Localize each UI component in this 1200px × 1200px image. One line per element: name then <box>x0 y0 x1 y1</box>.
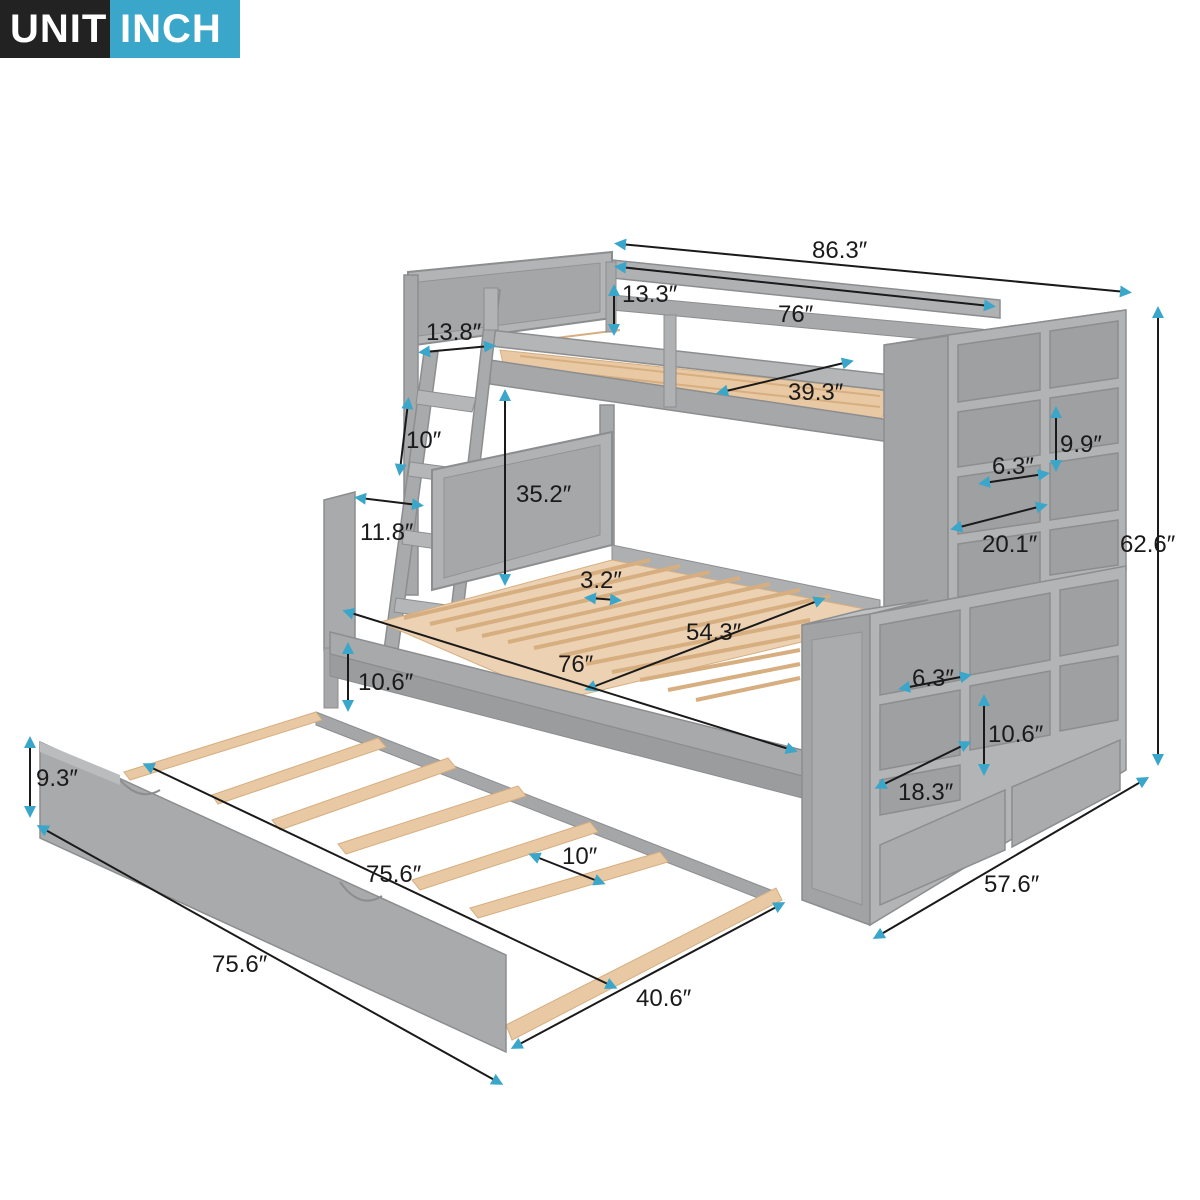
label-guard-gap: 13.3″ <box>622 281 678 308</box>
label-trundle-inner-length: 75.6″ <box>366 861 422 888</box>
label-trundle-slat-gap: 10″ <box>562 843 598 870</box>
dim-line-overall-width <box>872 776 1150 940</box>
dim-line-trundle-width <box>510 902 786 1049</box>
dim-line-ladder-depth <box>354 492 424 511</box>
lower-shelf-top <box>801 599 929 626</box>
label-bottom-slat-gap: 3.2″ <box>580 567 622 594</box>
label-floor-clearance: 10.6″ <box>358 669 414 696</box>
dimension-labels: 86.3″ 13.3″ 76″ 13.8″ 39.3″ 10″ 35.2″ 11… <box>36 237 1176 1012</box>
label-shelf-width-lower: 6.3″ <box>912 665 954 692</box>
upper-shelf-side <box>883 334 949 613</box>
dimension-lines <box>24 238 1164 1085</box>
dim-line-trundle-length <box>36 825 504 1085</box>
dim-line-ladder-width <box>418 340 496 358</box>
dim-line-shelf-width-lower <box>898 671 972 693</box>
label-top-inner-length: 76″ <box>778 301 814 328</box>
label-top-width: 39.3″ <box>788 379 844 406</box>
label-shelf-height-lower: 10.6″ <box>988 721 1044 748</box>
label-overall-height: 62.6″ <box>1120 531 1176 558</box>
dim-line-ladder-step <box>394 397 414 476</box>
label-ladder-width: 13.8″ <box>426 319 482 346</box>
label-bottom-length: 76″ <box>558 651 594 678</box>
dim-line-top-inner-length <box>614 261 996 312</box>
label-shelf-depth-upper: 20.1″ <box>982 531 1038 558</box>
dim-line-top-width <box>716 357 854 397</box>
unit-badge: UNIT INCH <box>0 0 240 58</box>
dim-line-shelf-width-upper <box>978 468 1050 489</box>
label-shelf-width-upper: 6.3″ <box>992 453 1034 480</box>
label-shelf-height-upper: 9.9″ <box>1060 431 1102 458</box>
inch-label: INCH <box>110 0 240 58</box>
label-trundle-height: 9.3″ <box>36 765 78 792</box>
trundle-front-panel <box>39 740 507 1054</box>
label-bottom-width: 54.3″ <box>686 619 742 646</box>
label-shelf-depth-lower: 18.3″ <box>898 779 954 806</box>
unit-label: UNIT <box>0 0 110 58</box>
label-ladder-step: 10″ <box>406 427 442 454</box>
dim-line-shelf-depth-upper <box>950 501 1048 533</box>
dim-line-trundle-slat-gap <box>528 852 606 886</box>
label-trundle-width: 40.6″ <box>636 985 692 1012</box>
label-bunk-clearance: 35.2″ <box>516 481 572 508</box>
dim-line-bottom-length <box>342 608 798 754</box>
label-overall-length: 86.3″ <box>812 237 868 264</box>
label-ladder-depth: 11.8″ <box>360 519 414 546</box>
label-trundle-length: 75.6″ <box>212 951 268 978</box>
label-overall-width: 57.6″ <box>984 871 1040 898</box>
